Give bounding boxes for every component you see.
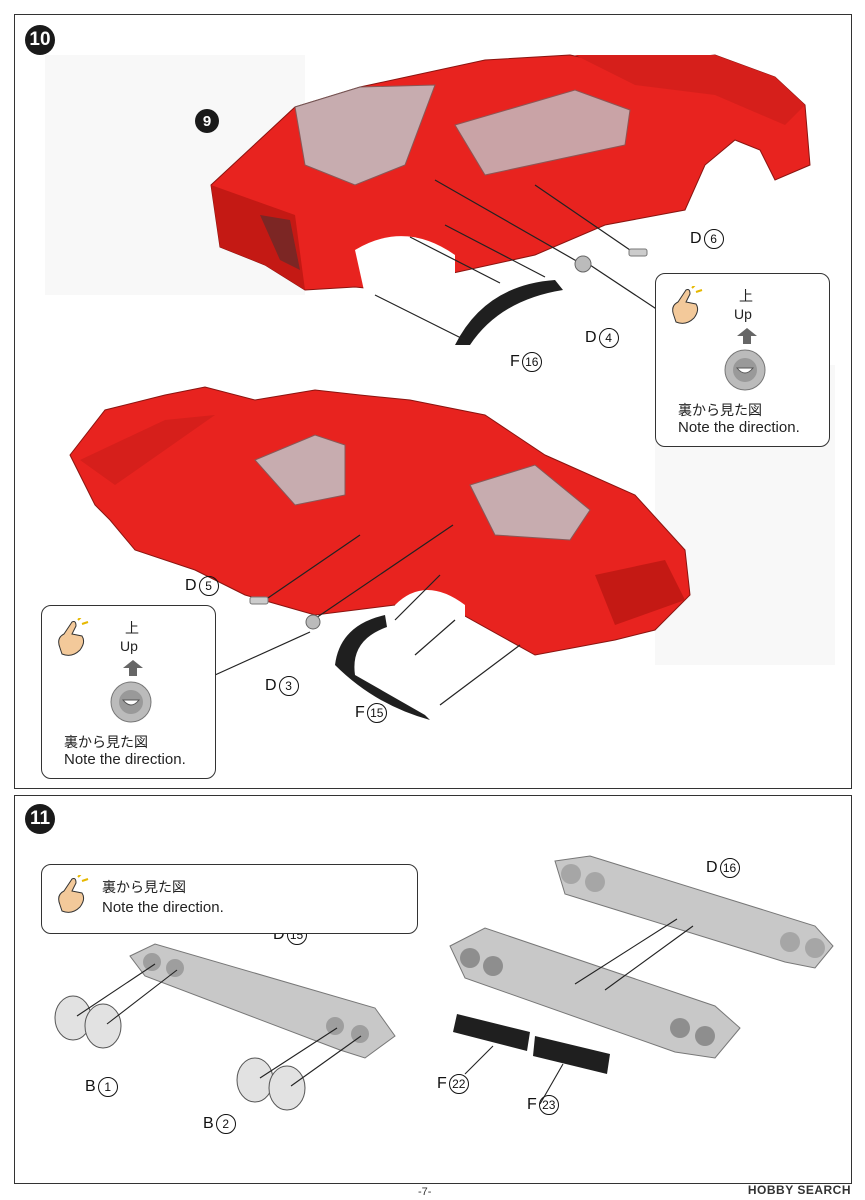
step-10-illustration (45, 54, 835, 720)
up-label-jp: 上 (739, 288, 753, 304)
upper-guide-lines (374, 179, 674, 341)
grille-f22 (453, 1014, 530, 1051)
fender-flare-f15 (335, 615, 430, 720)
page-number: -7- (418, 1186, 432, 1198)
part-d6-lens (628, 248, 648, 257)
note-box-left: 上 Up 裏から見た図 Note the direction. (41, 605, 216, 779)
rear-panel-assembly (449, 927, 741, 1059)
step-number: 10 (25, 25, 55, 55)
part-d5-lens (249, 596, 269, 605)
step-10-panel: 10 (14, 14, 852, 789)
note-jp: 裏から見た図 (102, 879, 186, 895)
note-jp: 裏から見た図 (678, 402, 762, 418)
disc-back-view-icon (724, 349, 766, 391)
note-en: Note the direction. (102, 899, 224, 916)
part-b2-lenses (236, 1057, 306, 1111)
sub-assembly-ref: 9 (195, 109, 219, 133)
left-guide-lines (76, 963, 362, 1087)
fender-flare-f16 (455, 280, 563, 345)
pointing-hand-icon (58, 618, 89, 656)
part-d4-disc (574, 255, 592, 273)
pointing-hand-icon (58, 875, 89, 913)
note-jp: 裏から見た図 (64, 734, 148, 750)
lower-car-body (69, 386, 691, 656)
up-arrow-icon (737, 328, 757, 344)
note-box-right: 上 Up 裏から見た図 Note the direction. (655, 273, 830, 447)
part-b1-lenses (54, 995, 122, 1049)
grille-f23 (533, 1036, 610, 1074)
note-en: Note the direction. (64, 751, 186, 768)
pointing-hand-icon (672, 286, 703, 324)
up-label-en: Up (734, 306, 752, 322)
lower-guide-lines (214, 524, 521, 706)
up-label-jp: 上 (125, 620, 139, 636)
disc-back-view-icon (110, 681, 152, 723)
note-box: 裏から見た図 Note the direction. (41, 864, 418, 934)
part-d15-bracket (129, 943, 396, 1059)
upper-car-body (210, 54, 811, 295)
up-label-en: Up (120, 638, 138, 654)
step-11-panel: 11 (14, 795, 852, 1184)
watermark: HOBBY SEARCH (747, 1183, 851, 1197)
part-d16-bracket (554, 855, 834, 969)
note-en: Note the direction. (678, 419, 800, 436)
step-number: 11 (25, 804, 55, 834)
step-11-illustration (54, 855, 834, 1111)
up-arrow-icon (123, 660, 143, 676)
part-d3-disc (305, 614, 321, 630)
